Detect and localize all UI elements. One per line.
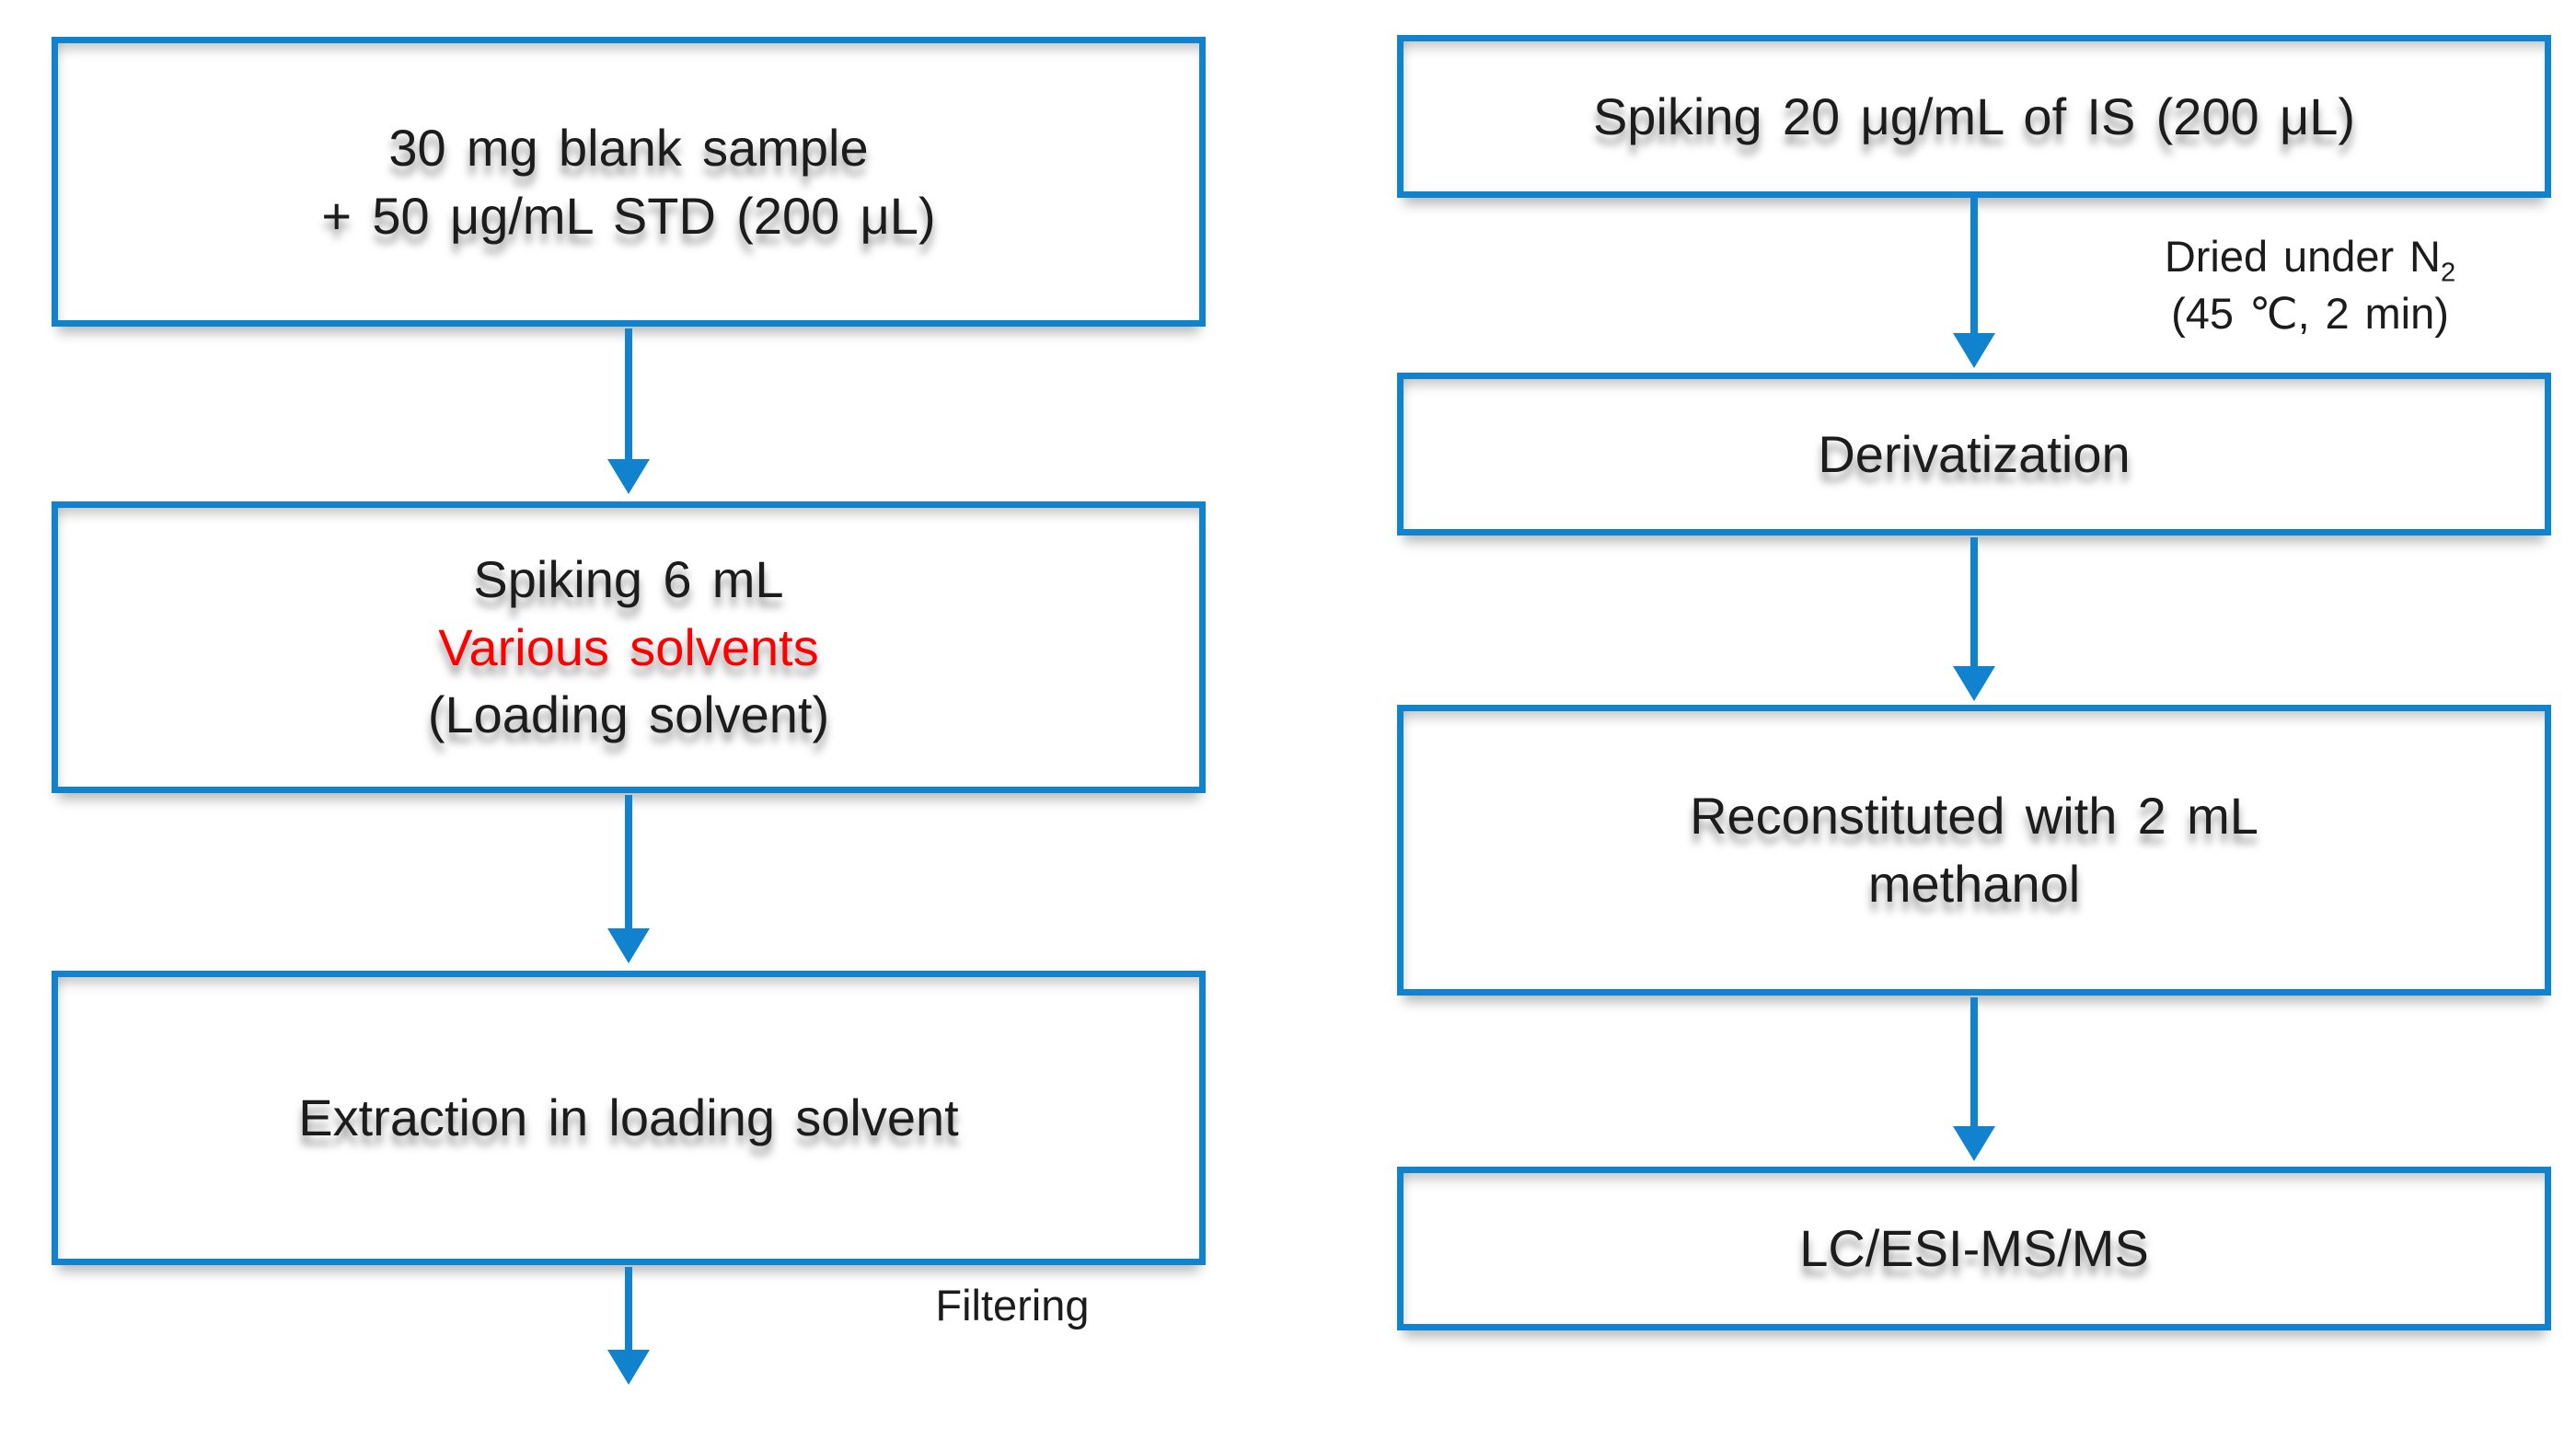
box-spiking-solvents: Spiking 6 mL Various solvents (Loading s… <box>52 501 1206 793</box>
box-text-line: (Loading solvent) <box>427 685 830 744</box>
arrow-head-icon <box>607 928 650 963</box>
box-lc-esi-ms-ms: LC/ESI-MS/MS <box>1397 1167 2551 1330</box>
box-text-line: Spiking 6 mL <box>473 549 784 608</box>
box-text-line: methanol <box>1867 855 2081 913</box>
flow-arrow <box>1953 198 1995 368</box>
arrow-head-icon <box>1953 1126 1995 1161</box>
filtering-label: Filtering <box>935 1281 1090 1330</box>
arrow-head-icon <box>607 1350 650 1385</box>
arrow-shaft <box>625 795 632 928</box>
arrow-shaft <box>625 328 632 459</box>
arrow-shaft <box>1970 198 1978 333</box>
label-line: (45 ℃, 2 min) <box>2171 289 2449 339</box>
arrow-head-icon <box>1953 666 1995 701</box>
box-text-line: + 50 μg/mL STD (200 μL) <box>321 186 936 245</box>
flow-arrow <box>1953 537 1995 701</box>
box-extraction: Extraction in loading solvent <box>52 971 1206 1265</box>
box-blank-sample: 30 mg blank sample + 50 μg/mL STD (200 μ… <box>52 37 1206 327</box>
box-reconstituted: Reconstituted with 2 mL methanol <box>1397 705 2551 996</box>
box-text-line: Reconstituted with 2 mL <box>1690 787 2258 846</box>
arrow-head-icon <box>607 459 650 494</box>
dried-under-n2-label: Dried under N2 (45 ℃, 2 min) <box>2098 228 2522 342</box>
box-text-line: Derivatization <box>1818 424 2131 483</box>
flow-arrow <box>1953 997 1995 1161</box>
arrow-shaft <box>1970 537 1978 666</box>
box-text-line: Spiking 20 μg/mL of IS (200 μL) <box>1592 86 2356 145</box>
box-text-line-highlight: Various solvents <box>438 617 819 676</box>
label-line: Dried under N2 <box>2164 232 2456 288</box>
flow-arrow <box>607 1267 650 1385</box>
flow-arrow <box>607 328 650 494</box>
flow-arrow <box>607 795 650 963</box>
arrow-head-icon <box>1953 333 1995 368</box>
box-spiking-is: Spiking 20 μg/mL of IS (200 μL) <box>1397 35 2551 198</box>
box-text-line: 30 mg blank sample <box>388 118 869 177</box>
arrow-shaft <box>1970 997 1978 1126</box>
box-text-line: LC/ESI-MS/MS <box>1799 1219 2149 1278</box>
box-derivatization: Derivatization <box>1397 373 2551 535</box>
subscript-2: 2 <box>2440 258 2456 288</box>
arrow-shaft <box>625 1267 632 1350</box>
box-text-line: Extraction in loading solvent <box>298 1088 959 1147</box>
